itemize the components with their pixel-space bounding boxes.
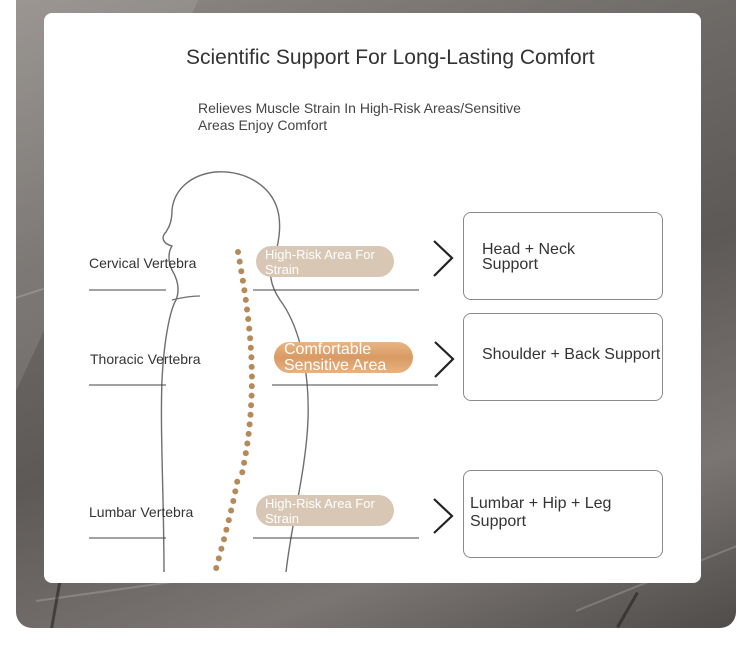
support-text-lumbar-hip-leg: Lumbar + Hip + Leg Support <box>470 495 612 530</box>
support-card-shoulder-back <box>463 313 663 401</box>
support-card-head-neck <box>463 212 663 300</box>
support-text-shoulder-back: Shoulder + Back Support <box>482 346 661 363</box>
comfort-area-badge-thoracic: Comfortable Sensitive Area <box>274 342 413 373</box>
support-text-head-neck: Head + Neck Support <box>482 241 575 273</box>
strain-area-badge-lumbar: High-Risk Area For Strain <box>256 495 394 526</box>
page-title: Scientific Support For Long-Lasting Comf… <box>186 46 595 69</box>
lumbar-vertebra-label: Lumbar Vertebra <box>89 504 194 520</box>
thoracic-vertebra-label: Thoracic Vertebra <box>90 351 201 367</box>
cervical-vertebra-label: Cervical Vertebra <box>89 255 197 271</box>
strain-area-badge-cervical: High-Risk Area For Strain <box>256 246 394 277</box>
page-subtitle: Relieves Muscle Strain In High-Risk Area… <box>198 100 521 133</box>
support-card-lumbar-hip-leg <box>463 470 663 558</box>
